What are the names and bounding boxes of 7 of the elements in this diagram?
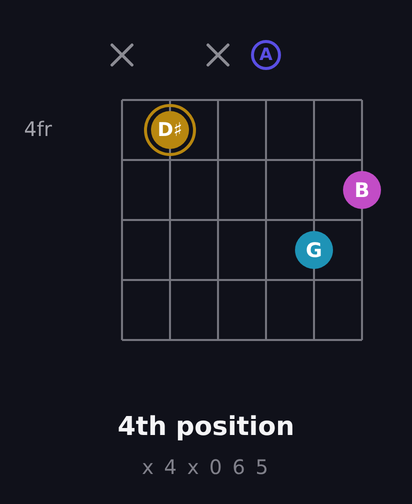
root-note-dot: D♯ — [144, 104, 196, 156]
open-string-marker: A — [251, 40, 281, 70]
fret-position-label: 4fr — [24, 117, 52, 141]
chord-title: 4th position — [118, 412, 294, 444]
note-dot: G — [295, 231, 333, 269]
note-dot: B — [343, 171, 381, 209]
fingering-caption: x 4 x 0 6 5 — [142, 455, 270, 479]
